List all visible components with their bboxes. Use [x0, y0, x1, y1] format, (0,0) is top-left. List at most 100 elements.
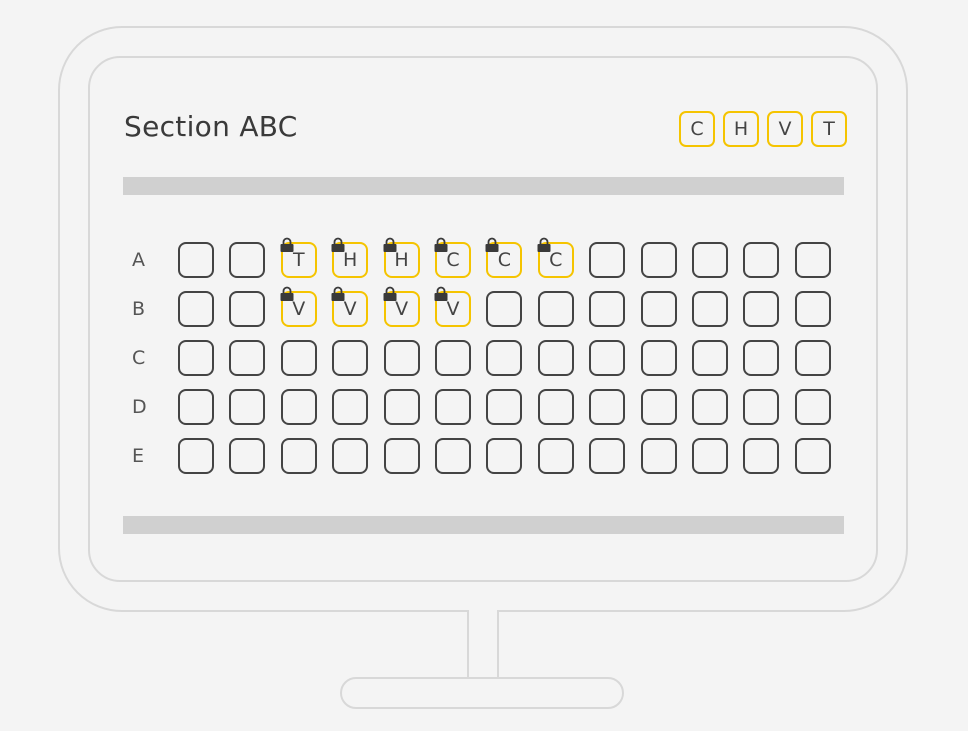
seat-available[interactable]: [691, 340, 728, 376]
seat-available[interactable]: [486, 340, 523, 376]
lock-icon: [279, 285, 295, 301]
seat-available[interactable]: [743, 340, 780, 376]
seat-available[interactable]: [743, 438, 780, 474]
row-label: B: [132, 298, 146, 320]
seat-available[interactable]: [640, 340, 677, 376]
seat-reserved[interactable]: T: [280, 237, 317, 278]
seat-available[interactable]: [589, 242, 626, 278]
lock-icon: [433, 285, 449, 301]
seat-available[interactable]: [434, 340, 471, 376]
seat-available[interactable]: [229, 242, 266, 278]
legend-item-h[interactable]: H: [723, 111, 759, 147]
seat-available[interactable]: [589, 389, 626, 425]
seat-reserved[interactable]: V: [434, 286, 471, 327]
seat-available[interactable]: [486, 438, 523, 474]
seat-available[interactable]: [178, 291, 214, 327]
seat-label: V: [395, 298, 409, 320]
monitor-stand-neck: [467, 610, 499, 678]
seat-available[interactable]: [743, 291, 780, 327]
seat-reserved[interactable]: V: [280, 286, 317, 327]
seat-available[interactable]: [280, 438, 317, 474]
seat-available[interactable]: [486, 389, 523, 425]
seat-reserved[interactable]: C: [537, 237, 574, 278]
seat-available[interactable]: [229, 340, 266, 376]
seat-available[interactable]: [743, 389, 780, 425]
seat-row: C: [124, 340, 831, 376]
seat-available[interactable]: [794, 389, 831, 425]
seat-label: C: [549, 249, 563, 271]
screen-bottom-bar: [123, 516, 844, 534]
seat-available[interactable]: [794, 438, 831, 474]
seat-available[interactable]: [537, 438, 574, 474]
lock-icon: [433, 236, 449, 252]
seat-available[interactable]: [794, 340, 831, 376]
seat-row: D: [124, 389, 831, 425]
seat-available[interactable]: [178, 242, 214, 278]
seat-available[interactable]: [589, 340, 626, 376]
seat-label: V: [292, 298, 306, 320]
seat-available[interactable]: [589, 438, 626, 474]
seat-reserved[interactable]: H: [383, 237, 420, 278]
lock-icon: [536, 236, 552, 252]
lock-icon: [330, 236, 346, 252]
seat-available[interactable]: [178, 389, 214, 425]
seat-available[interactable]: [589, 291, 626, 327]
seat-available[interactable]: [691, 242, 728, 278]
seat-available[interactable]: [332, 340, 369, 376]
legend-item-c[interactable]: C: [679, 111, 715, 147]
seat-label: H: [343, 249, 358, 271]
seat-available[interactable]: [229, 438, 266, 474]
seat-available[interactable]: [794, 291, 831, 327]
seat-available[interactable]: [486, 291, 523, 327]
seat-row: E: [124, 438, 831, 474]
seat-available[interactable]: [691, 438, 728, 474]
seat-available[interactable]: [178, 340, 214, 376]
seat-available[interactable]: [434, 438, 471, 474]
seat-available[interactable]: [383, 340, 420, 376]
lock-icon: [382, 236, 398, 252]
seat-available[interactable]: [229, 291, 266, 327]
seat-available[interactable]: [434, 389, 471, 425]
seat-available[interactable]: [640, 291, 677, 327]
seat-reserved[interactable]: C: [485, 237, 523, 278]
seat-available[interactable]: [794, 242, 831, 278]
seat-available[interactable]: [640, 389, 677, 425]
seat-reserved[interactable]: H: [331, 237, 369, 278]
section-title: Section ABC: [124, 110, 298, 143]
seat-label: H: [394, 249, 409, 271]
legend-item-v[interactable]: V: [767, 111, 803, 147]
seat-available[interactable]: [537, 291, 574, 327]
row-seats: [178, 438, 831, 474]
legend-item-t[interactable]: T: [811, 111, 847, 147]
row-label: C: [132, 347, 146, 369]
seat-available[interactable]: [280, 340, 317, 376]
seat-available[interactable]: [743, 242, 780, 278]
seat-available[interactable]: [280, 389, 317, 425]
seat-available[interactable]: [332, 438, 369, 474]
seat-available[interactable]: [332, 389, 369, 425]
lock-icon: [279, 236, 295, 252]
seat-available[interactable]: [537, 389, 574, 425]
seat-reserved[interactable]: C: [434, 237, 471, 278]
seat-available[interactable]: [229, 389, 266, 425]
seat-available[interactable]: [691, 291, 728, 327]
seat-label: T: [292, 249, 305, 271]
seat-reserved[interactable]: V: [331, 286, 369, 327]
row-seats: [178, 389, 831, 425]
seat-available[interactable]: [640, 242, 677, 278]
seat-available[interactable]: [383, 438, 420, 474]
seat-available[interactable]: [691, 389, 728, 425]
seat-type-legend: C H V T: [679, 111, 847, 147]
seat-reserved[interactable]: V: [383, 286, 420, 327]
seat-label: C: [497, 249, 511, 271]
seat-available[interactable]: [178, 438, 214, 474]
lock-icon: [382, 285, 398, 301]
seat-label: V: [343, 298, 357, 320]
seat-available[interactable]: [383, 389, 420, 425]
seat-available[interactable]: [640, 438, 677, 474]
seat-available[interactable]: [537, 340, 574, 376]
